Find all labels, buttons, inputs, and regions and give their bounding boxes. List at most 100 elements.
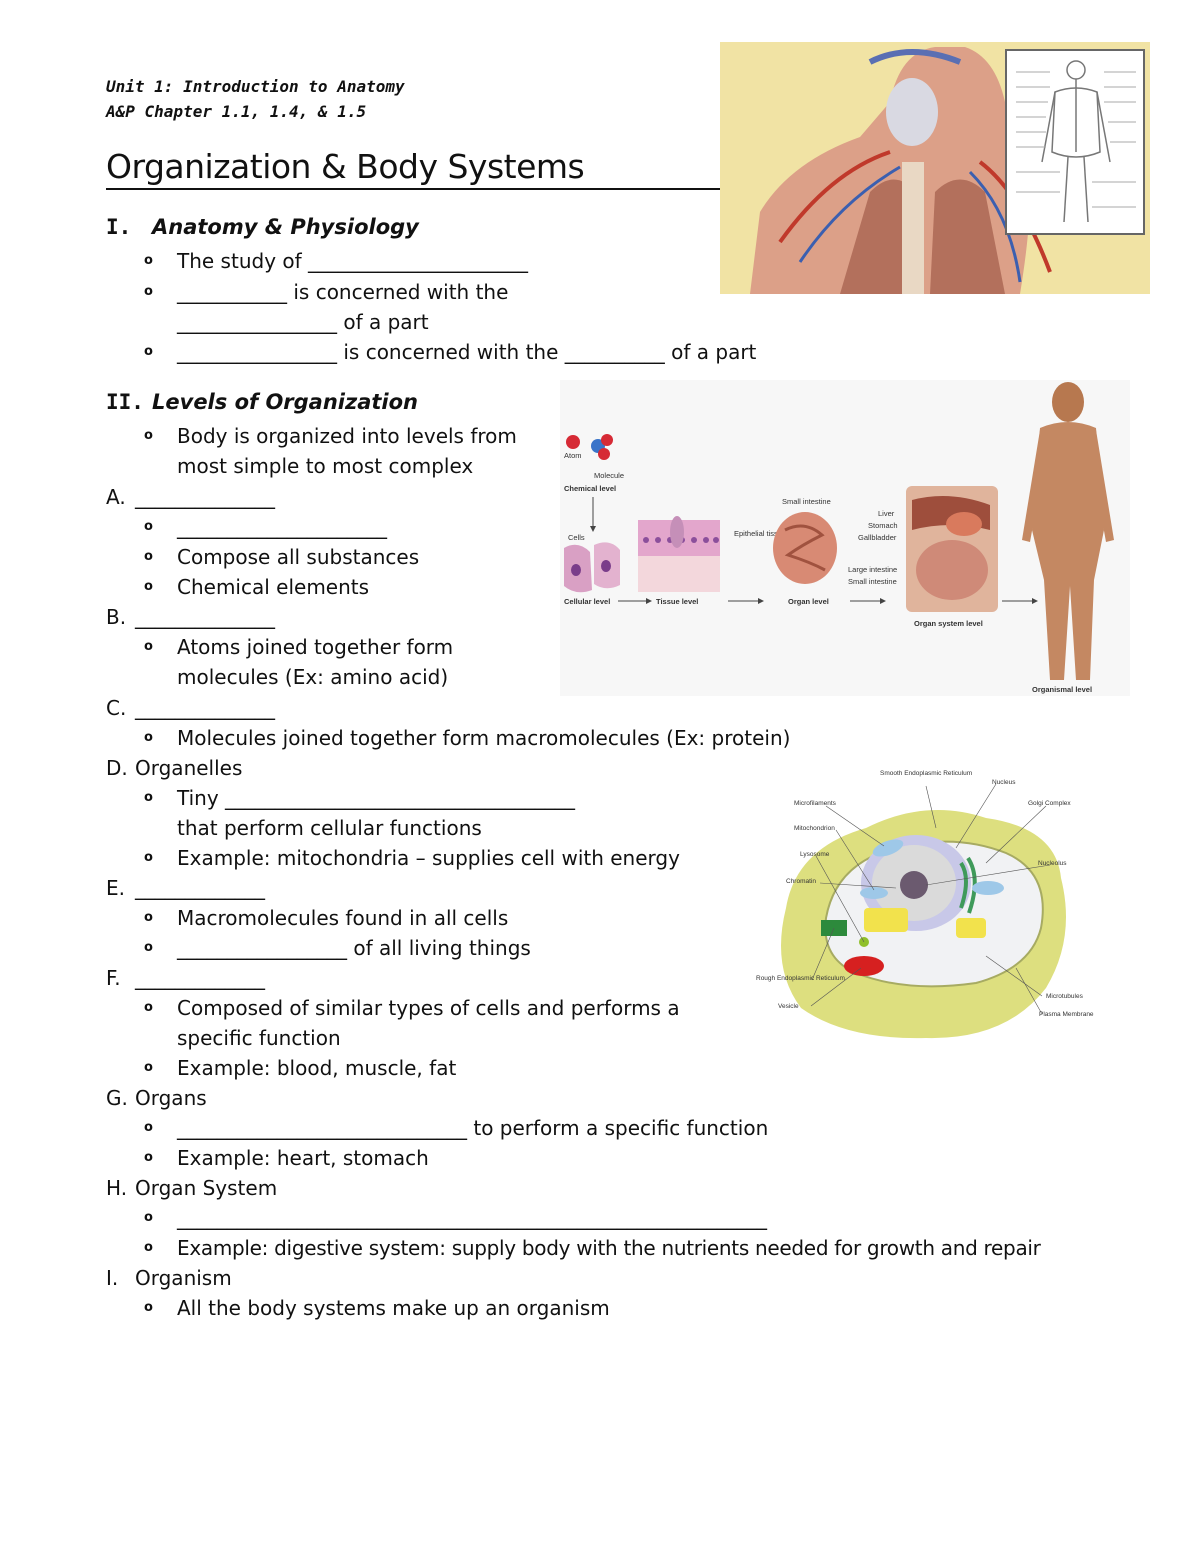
- bullet-icon: o: [144, 344, 153, 359]
- bullet-icon: o: [144, 1300, 153, 1315]
- list-item-continuation: that perform cellular functions: [0, 813, 740, 843]
- list-item: o ___________ is concerned with the: [0, 277, 1200, 307]
- label-rough-er: Rough Endoplasmic Reticulum: [756, 975, 845, 982]
- list-item: o All the body systems make up an organi…: [0, 1293, 1200, 1323]
- list-item: o Tiny _________________________________…: [0, 783, 740, 813]
- list-item-text: _____________________________ to perform…: [177, 1116, 769, 1140]
- outline-item-h: H. Organ System: [0, 1173, 1200, 1203]
- label-gallbladder: Gallbladder: [858, 533, 897, 542]
- label-organismal-level: Organismal level: [1032, 685, 1092, 694]
- outline-item-b: B. ______________: [0, 602, 560, 632]
- outline-text: _____________: [135, 876, 265, 900]
- label-small-intestine: Small intestine: [782, 497, 831, 506]
- list-item: o _________________ of all living things: [0, 933, 740, 963]
- list-item-text: that perform cellular functions: [177, 816, 482, 840]
- label-small-intestine-2: Small intestine: [848, 577, 897, 586]
- outline-text: Organs: [135, 1086, 207, 1110]
- label-cellular-level: Cellular level: [564, 597, 610, 606]
- list-item-text: Macromolecules found in all cells: [177, 906, 509, 930]
- label-atom: Atom: [564, 451, 582, 460]
- label-chemical-level: Chemical level: [564, 484, 616, 493]
- section-2-title: Levels of Organization: [152, 390, 419, 414]
- bullet-icon: o: [144, 730, 153, 745]
- list-item: o Atoms joined together form: [0, 632, 560, 662]
- outline-item-c: C. ______________: [0, 693, 1200, 723]
- outline-text: ______________: [135, 485, 275, 509]
- bullet-icon: o: [144, 579, 153, 594]
- list-item-text: ________________ of a part: [177, 310, 429, 334]
- bullet-icon: o: [144, 790, 153, 805]
- list-item-text: Tiny ___________________________________: [177, 786, 576, 810]
- label-molecule: Molecule: [594, 471, 624, 480]
- section-1-heading: I.Anatomy & Physiology: [106, 215, 419, 239]
- outline-letter: E.: [106, 876, 125, 900]
- list-item: o Example: blood, muscle, fat: [0, 1053, 740, 1083]
- list-item-continuation: ________________ of a part: [0, 307, 1200, 337]
- bullet-icon: o: [144, 519, 153, 534]
- unit-header: Unit 1: Introduction to Anatomy A&P Chap…: [106, 74, 405, 124]
- outline-letter: A.: [106, 485, 126, 509]
- section-1-number: I.: [106, 215, 132, 239]
- list-item: o _____________________: [0, 512, 560, 542]
- list-item: o ______________________________________…: [0, 1203, 1200, 1233]
- label-liver: Liver: [878, 509, 895, 518]
- list-item-text: Compose all substances: [177, 545, 420, 569]
- list-item-text: Molecules joined together form macromole…: [177, 726, 791, 750]
- label-nucleus: Nucleus: [992, 779, 1016, 786]
- section-2-heading: II. Levels of Organization: [106, 390, 418, 414]
- outline-letter: H.: [106, 1176, 128, 1200]
- label-vesicle: Vesicle: [778, 1003, 799, 1010]
- bullet-icon: o: [144, 253, 153, 268]
- list-item: o Example: mitochondria – supplies cell …: [0, 843, 740, 873]
- outline-item-i: I. Organism: [0, 1263, 1200, 1293]
- list-item: o The study of ______________________: [0, 246, 1200, 276]
- bullet-icon: o: [144, 428, 153, 443]
- outline-letter: F.: [106, 966, 121, 990]
- bullet-icon: o: [144, 1210, 153, 1225]
- list-item-text: The study of ______________________: [177, 249, 529, 273]
- atom-icon: [566, 435, 580, 449]
- label-tissue-level: Tissue level: [656, 597, 698, 606]
- label-epithelial-tissue: Epithelial tissue: [734, 529, 786, 538]
- list-item: o Macromolecules found in all cells: [0, 903, 740, 933]
- label-large-intestine: Large intestine: [848, 565, 897, 574]
- bullet-icon: o: [144, 940, 153, 955]
- bullet-icon: o: [144, 1150, 153, 1165]
- outline-item-g: G. Organs: [0, 1083, 1200, 1113]
- bullet-icon: o: [144, 850, 153, 865]
- list-item: o Composed of similar types of cells and…: [0, 993, 740, 1023]
- label-organ-level: Organ level: [788, 597, 829, 606]
- chapter-line: A&P Chapter 1.1, 1.4, & 1.5: [106, 102, 367, 121]
- list-item-text: Chemical elements: [177, 575, 370, 599]
- list-item-text: Example: mitochondria – supplies cell wi…: [177, 846, 680, 870]
- bullet-icon: o: [144, 1000, 153, 1015]
- outline-letter: B.: [106, 605, 127, 629]
- list-item: o Molecules joined together form macromo…: [0, 723, 1200, 753]
- label-lysosome: Lysosome: [800, 851, 830, 858]
- section-2-number: II.: [106, 390, 144, 414]
- title-underline: [106, 188, 721, 190]
- label-mitochondrion: Mitochondrion: [794, 825, 835, 832]
- list-item: o Body is organized into levels from: [0, 421, 560, 451]
- outline-letter: D.: [106, 756, 128, 780]
- outline-item-d: D. Organelles: [0, 753, 740, 783]
- levels-of-organization-figure: Atom Molecule Chemical level Cells Cellu…: [560, 380, 1130, 696]
- list-item-text: _________________ of all living things: [177, 936, 531, 960]
- list-item-continuation: most simple to most complex: [0, 451, 560, 481]
- bullet-icon: o: [144, 284, 153, 299]
- list-item-continuation: molecules (Ex: amino acid): [0, 662, 560, 692]
- list-item-text: ________________________________________…: [177, 1206, 767, 1230]
- bullet-icon: o: [144, 639, 153, 654]
- outline-item-e: E. _____________: [0, 873, 740, 903]
- anatomy-torso-image: [720, 42, 1150, 294]
- bullet-icon: o: [144, 1240, 153, 1255]
- unit-title: Unit 1: Introduction to Anatomy: [106, 77, 405, 96]
- list-item-text: _____________________: [177, 515, 387, 539]
- outline-letter: C.: [106, 696, 127, 720]
- label-cells: Cells: [568, 533, 585, 542]
- list-item: o Chemical elements: [0, 572, 560, 602]
- list-item: o Example: heart, stomach: [0, 1143, 1200, 1173]
- bullet-icon: o: [144, 549, 153, 564]
- list-item: o Example: digestive system: supply body…: [0, 1233, 1200, 1263]
- list-item-text: All the body systems make up an organism: [177, 1296, 610, 1320]
